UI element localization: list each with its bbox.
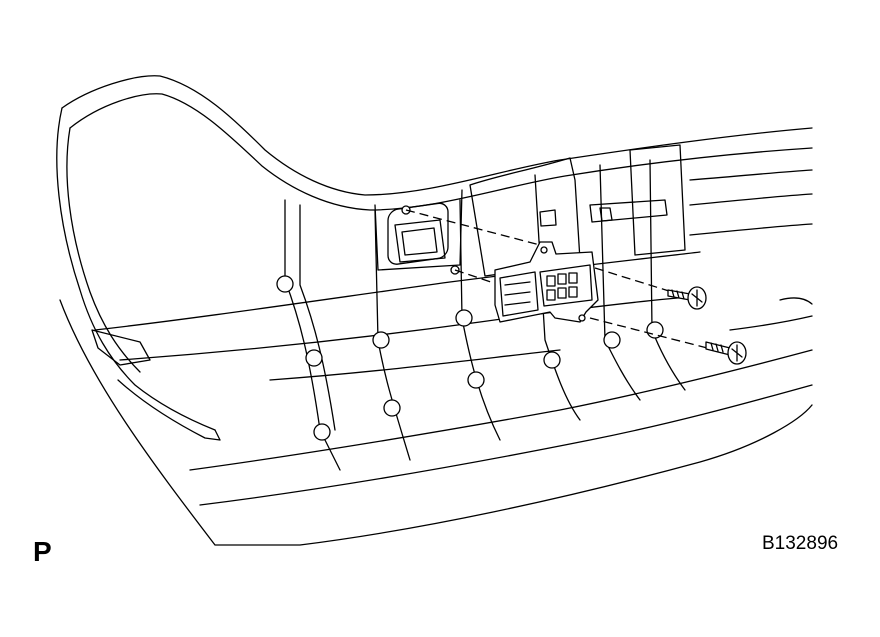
panel-left-lower-rim [117, 379, 221, 441]
panel-right-line-1 [689, 169, 813, 181]
panel-left-rim-inner [66, 127, 141, 373]
panel-upper-inner-edge [69, 93, 813, 211]
panel-left-rim [56, 107, 216, 431]
panel-right-line-2 [689, 193, 813, 206]
panel-upper-edge [61, 75, 813, 196]
mounting-bracket-area [374, 144, 686, 277]
panel-bottom-inner-2 [199, 384, 813, 506]
panel-right-step [779, 297, 813, 305]
panel-bottom-inner [189, 349, 813, 471]
panel-rib-line-upper [94, 251, 701, 331]
view-label: P [33, 536, 52, 567]
screw-lower-icon [705, 341, 747, 365]
panel-left-flap [91, 329, 151, 366]
screw-upper-icon [667, 286, 707, 310]
panel-right-lower-line [729, 315, 813, 331]
connector-module [494, 241, 599, 323]
panel-ribs [276, 159, 686, 471]
panel-bottom-edge [59, 299, 813, 546]
figure-code: B132896 [762, 533, 839, 554]
panel-right-line-3 [689, 223, 813, 236]
panel-rib-line-mid [119, 295, 701, 361]
